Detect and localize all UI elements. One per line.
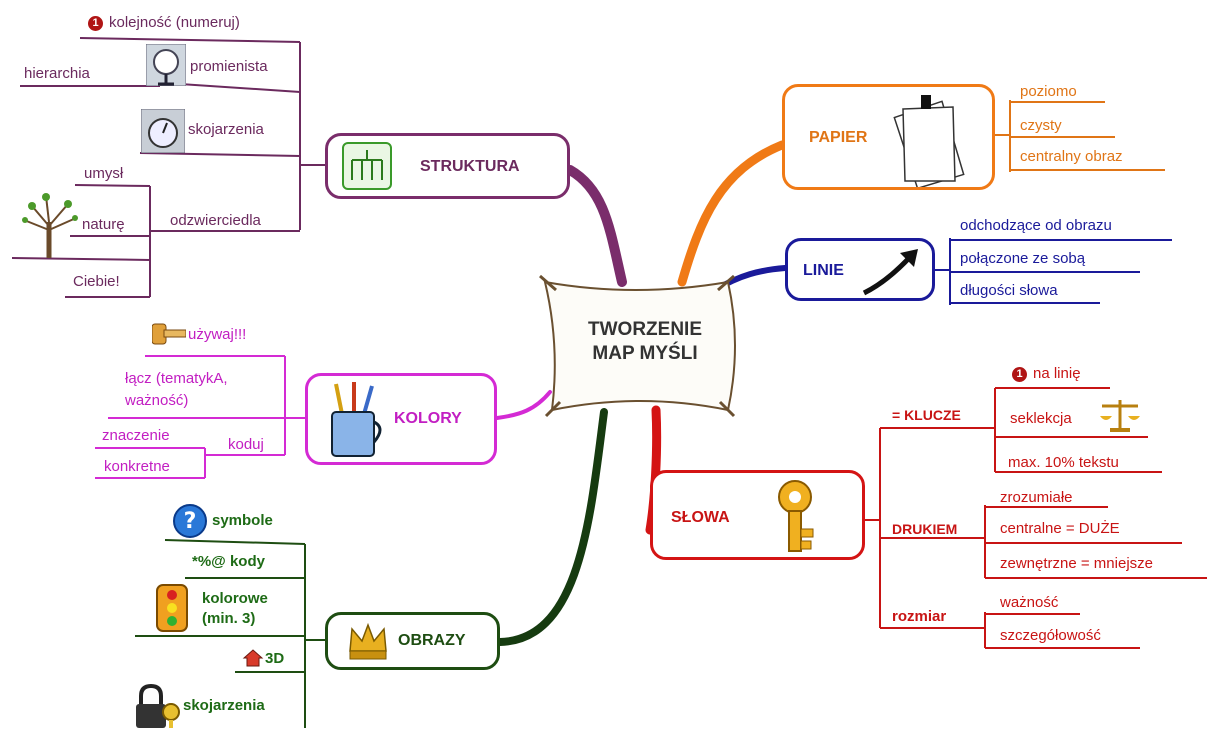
obrazy-kolorowe-line1[interactable]: kolorowe xyxy=(202,590,268,607)
slowa-zewnetrzne[interactable]: zewnętrzne = mniejsze xyxy=(1000,555,1153,572)
obrazy-3d[interactable]: 3D xyxy=(265,650,285,667)
branch-obrazy xyxy=(496,408,608,646)
question-mark-icon: ? xyxy=(172,503,208,544)
center-frame xyxy=(539,274,736,418)
struktura-promienista[interactable]: promienista xyxy=(190,58,268,75)
hierarchy-chart-icon xyxy=(342,142,392,195)
linie-label: LINIE xyxy=(803,262,844,279)
golden-key-icon xyxy=(765,477,831,564)
kolory-znaczenie[interactable]: znaczenie xyxy=(102,427,170,444)
svg-text:?: ? xyxy=(184,509,197,534)
arrow-icon xyxy=(860,245,922,302)
kolory-label: KOLORY xyxy=(394,410,462,427)
struktura-kolejnosc-label: kolejność (numeruj) xyxy=(109,14,240,31)
linie-dlugosci[interactable]: długości słowa xyxy=(960,282,1058,299)
struktura-odzwierciedla[interactable]: odzwierciedla xyxy=(170,212,261,229)
crown-icon xyxy=(346,621,390,668)
central-topic-line2: MAP MYŚLI xyxy=(592,343,698,364)
papier-node[interactable]: PAPIER xyxy=(782,84,995,190)
struktura-skojarzenia[interactable]: skojarzenia xyxy=(188,121,264,138)
house-icon xyxy=(242,648,264,673)
kolory-lacz-line2[interactable]: ważność) xyxy=(125,392,189,409)
struktura-kolejnosc[interactable]: 1 kolejność (numeruj) xyxy=(88,14,240,32)
scales-icon xyxy=(1098,396,1142,439)
slowa-klucze[interactable]: = KLUCZE xyxy=(892,407,961,423)
hammer-icon xyxy=(151,322,187,351)
branch-papier xyxy=(677,140,787,287)
pencil-cup-icon xyxy=(328,380,388,467)
obrazy-skojarzenia[interactable]: skojarzenia xyxy=(183,697,265,714)
slowa-zrozumiale[interactable]: zrozumiałe xyxy=(1000,489,1073,506)
obrazy-node[interactable]: OBRAZY xyxy=(325,612,500,670)
slowa-node[interactable]: SŁOWA xyxy=(650,470,865,560)
branch-kolory xyxy=(495,390,552,420)
kolory-koduj[interactable]: koduj xyxy=(228,436,264,453)
papier-czysty[interactable]: czysty xyxy=(1020,117,1062,134)
slowa-label: SŁOWA xyxy=(671,509,730,526)
linie-polaczone[interactable]: połączone ze sobą xyxy=(960,250,1086,267)
obrazy-kody[interactable]: *%@ kody xyxy=(192,553,265,570)
struktura-umysl[interactable]: umysł xyxy=(84,165,124,182)
papier-label: PAPIER xyxy=(809,129,868,146)
struktura-label: STRUKTURA xyxy=(420,158,520,175)
slowa-drukiem[interactable]: DRUKIEM xyxy=(892,521,958,537)
slowa-na-linie-label: na linię xyxy=(1033,365,1081,382)
kolory-lacz-line1[interactable]: łącz (tematykA, xyxy=(125,370,228,387)
slowa-rozmiar[interactable]: rozmiar xyxy=(892,608,947,625)
slowa-max[interactable]: max. 10% tekstu xyxy=(1008,454,1119,471)
obrazy-label: OBRAZY xyxy=(398,632,466,649)
kolory-konkretne[interactable]: konkretne xyxy=(104,458,170,475)
padlock-key-icon xyxy=(133,683,183,731)
central-topic-line1: TWORZENIE xyxy=(588,319,702,340)
struktura-node[interactable]: STRUKTURA xyxy=(325,133,570,199)
linie-odchodzace[interactable]: odchodzące od obrazu xyxy=(960,217,1112,234)
tree-icon xyxy=(18,192,80,265)
slowa-szczegolowosc[interactable]: szczegółowość xyxy=(1000,627,1101,644)
paper-sheets-icon xyxy=(891,91,969,192)
slowa-na-linie[interactable]: 1 na linię xyxy=(1012,365,1081,383)
papier-centralny[interactable]: centralny obraz xyxy=(1020,148,1123,165)
struktura-ciebie[interactable]: Ciebie! xyxy=(73,273,120,290)
priority-1-badge: 1 xyxy=(88,16,103,31)
struktura-hierarchia[interactable]: hierarchia xyxy=(24,65,90,82)
priority-1-badge: 1 xyxy=(1012,367,1027,382)
obrazy-symbole[interactable]: symbole xyxy=(212,512,273,529)
slowa-seklekcja[interactable]: seklekcja xyxy=(1010,410,1072,427)
papier-poziomo[interactable]: poziomo xyxy=(1020,83,1077,100)
kolory-uzywaj[interactable]: używaj!!! xyxy=(188,326,247,343)
slowa-centralne[interactable]: centralne = DUŻE xyxy=(1000,520,1120,537)
branch-struktura xyxy=(565,165,627,287)
globe-icon xyxy=(145,43,187,91)
linie-node[interactable]: LINIE xyxy=(785,238,935,301)
slowa-waznosc[interactable]: ważność xyxy=(1000,594,1059,611)
struktura-nature[interactable]: naturę xyxy=(82,216,125,233)
obrazy-kolorowe-line2[interactable]: (min. 3) xyxy=(202,610,256,627)
central-topic[interactable]: TWORZENIE MAP MYŚLI xyxy=(560,318,730,366)
kolory-node[interactable]: KOLORY xyxy=(305,373,497,465)
stopwatch-icon xyxy=(140,108,186,158)
traffic-light-icon xyxy=(155,583,189,638)
